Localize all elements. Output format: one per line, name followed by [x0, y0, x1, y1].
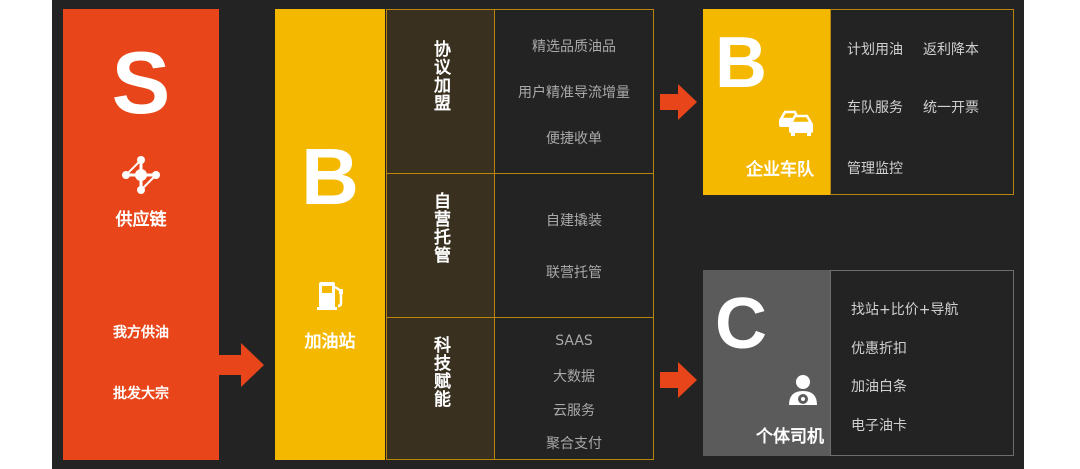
fleet-service: 管理监控	[847, 161, 903, 177]
fleet-service: 计划用油	[847, 42, 903, 58]
driver-title: 个体司机	[756, 427, 824, 447]
feature-item: 便捷收单	[546, 131, 602, 147]
supply-chain-column: S 供应链 我方供油 批发大宗	[63, 9, 219, 460]
feature-item: SAAS	[555, 333, 593, 349]
supply-item: 批发大宗	[113, 386, 169, 402]
category-label: 自营托管	[430, 192, 450, 264]
category-cell: 自营托管	[386, 173, 495, 318]
supply-title: 供应链	[115, 210, 167, 230]
feature-item: 聚合支付	[546, 436, 602, 452]
gas-station-column: B 加油站	[275, 9, 385, 460]
category-cell: 科技赋能	[386, 317, 495, 460]
feature-cell: 自建撬装 联营托管	[494, 173, 654, 318]
feature-cell: SAAS 大数据 云服务 聚合支付	[494, 317, 654, 460]
station-letter: B	[301, 132, 359, 221]
feature-item: 大数据	[553, 369, 595, 385]
fleet-service: 统一开票	[923, 100, 979, 116]
driver-service: 电子油卡	[851, 418, 907, 434]
fuel-pump-icon	[317, 279, 347, 315]
driver-service: 找站+比价+导航	[851, 302, 959, 318]
feature-item: 精选品质油品	[532, 39, 616, 55]
fleet-service: 车队服务	[847, 100, 903, 116]
feature-item: 自建撬装	[546, 213, 602, 229]
feature-item: 云服务	[553, 403, 595, 419]
fleet-letter: B	[715, 23, 767, 103]
supply-letter: S	[111, 33, 171, 132]
supply-item: 我方供油	[113, 325, 169, 341]
arrow-supply-to-station	[219, 340, 265, 394]
category-cell: 协议加盟	[386, 9, 495, 174]
fleet-box: B 企业车队	[703, 9, 830, 195]
category-label: 科技赋能	[430, 336, 450, 408]
fleet-cars-icon	[778, 109, 815, 141]
driver-service: 优惠折扣	[851, 341, 907, 357]
fleet-service: 返利降本	[923, 42, 979, 58]
driver-box: C 个体司机	[703, 270, 830, 456]
feature-item: 用户精准导流增量	[518, 85, 630, 101]
feature-item: 联营托管	[546, 265, 602, 281]
driver-service: 加油白条	[851, 379, 907, 395]
fleet-title: 企业车队	[746, 160, 814, 180]
arrow-station-to-driver	[660, 360, 698, 404]
category-label: 协议加盟	[430, 40, 450, 112]
feature-cell: 精选品质油品 用户精准导流增量 便捷收单	[494, 9, 654, 174]
driver-services-box: 找站+比价+导航 优惠折扣 加油白条 电子油卡	[830, 270, 1014, 456]
driver-person-icon	[787, 374, 819, 410]
arrow-station-to-fleet	[660, 82, 698, 126]
driver-letter: C	[715, 284, 767, 364]
network-nodes-icon	[121, 155, 161, 199]
station-title: 加油站	[304, 332, 356, 352]
fleet-services-box: 计划用油 返利降本 车队服务 统一开票 管理监控	[830, 9, 1014, 195]
